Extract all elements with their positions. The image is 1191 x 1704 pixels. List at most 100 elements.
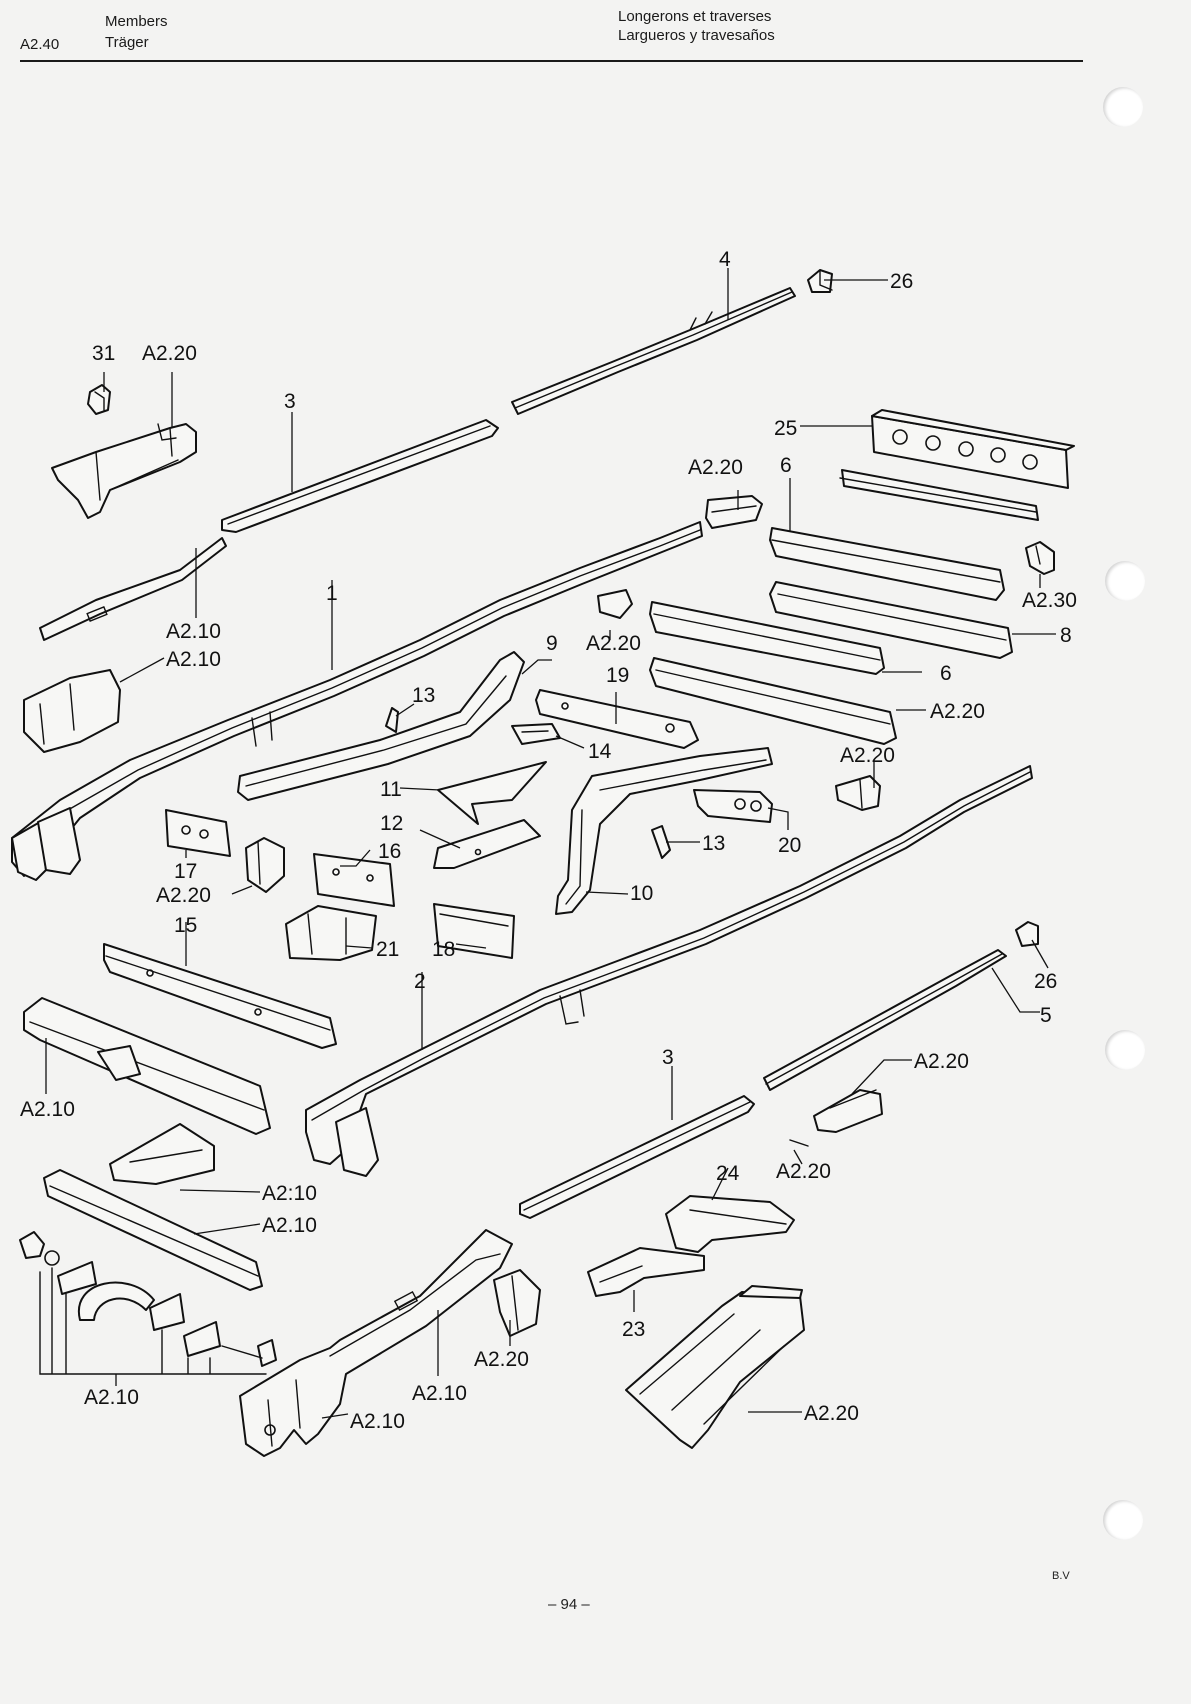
callout-a2-10: A2.10	[350, 1410, 405, 1433]
callout-6: 6	[780, 454, 792, 477]
part-21-bracket	[285, 905, 377, 961]
part-15-crossmember	[103, 943, 337, 1049]
callout-23: 23	[622, 1318, 645, 1341]
callout-14: 14	[588, 740, 612, 763]
title-english: Members	[105, 13, 168, 30]
callout-24: 24	[716, 1162, 740, 1185]
callout-9: 9	[546, 632, 558, 655]
callout-31: 31	[92, 342, 115, 365]
callout-a2-20: A2.20	[776, 1160, 831, 1183]
callout-10: 10	[630, 882, 653, 905]
callout-13: 13	[702, 832, 725, 855]
binder-hole	[1103, 1500, 1143, 1540]
callout-a2-20: A2.20	[804, 1402, 859, 1425]
part-2-main-side-member	[305, 765, 1033, 1177]
part-a2-20-tray	[625, 1285, 805, 1449]
callout-a2-10: A2.10	[20, 1098, 75, 1121]
part-a2-10-plate-upper	[39, 537, 227, 641]
part-5-side-member	[763, 949, 1007, 1091]
part-a2-20-bracket-small	[597, 589, 633, 619]
callout-3: 3	[284, 390, 296, 413]
callout-1: 1	[326, 582, 338, 605]
callout-a2-20: A2.20	[156, 884, 211, 907]
callout-a2-10: A2.10	[84, 1386, 139, 1409]
part-1-front-bracket-a2-10	[23, 669, 121, 753]
callout-6: 6	[940, 662, 952, 685]
part-a2-20-bracket-lower	[813, 1089, 883, 1133]
binder-hole	[1103, 87, 1143, 127]
callout-15: 15	[174, 914, 197, 937]
part-12-plate	[433, 819, 541, 869]
part-26-clip	[807, 269, 833, 293]
section-code: A2.40	[20, 36, 60, 53]
part-a2-20-pin	[789, 1139, 809, 1147]
part-6-channel-upper	[839, 469, 1039, 521]
callout-a2-20: A2.20	[474, 1348, 529, 1371]
part-19-crossmember	[535, 689, 699, 749]
part-17-bracket	[165, 809, 231, 857]
callout-25: 25	[774, 417, 797, 440]
part-a2-10-crossmember-lower	[43, 1169, 263, 1291]
part-a2-20-bracket-right	[835, 775, 881, 811]
callout-a2-10: A2:10	[262, 1182, 317, 1205]
part-24-bracket	[665, 1195, 795, 1253]
binder-hole	[1105, 1030, 1145, 1070]
part-a2-20-block	[705, 495, 763, 529]
tow-hook-assembly	[19, 1231, 277, 1375]
leader-lines	[45, 268, 1056, 1419]
title-french: Longerons et traverses	[618, 8, 772, 25]
callout-5: 5	[1040, 1004, 1052, 1027]
callout-19: 19	[606, 664, 629, 687]
part-a2-20-post	[493, 1269, 541, 1337]
part-8-crossmember	[769, 581, 1013, 659]
part-14-bracket	[511, 723, 561, 745]
callout-a2-20: A2.20	[930, 700, 985, 723]
callout-a2-20: A2.20	[142, 342, 197, 365]
title-german: Träger	[105, 34, 149, 51]
callout-a2-10: A2.10	[412, 1382, 467, 1405]
part-a2-10-front-rail	[239, 1229, 513, 1457]
callout-2: 2	[414, 970, 426, 993]
callout-18: 18	[432, 938, 455, 961]
part-a2-20-clip	[245, 837, 285, 893]
callout-a2-30: A2.30	[1022, 589, 1077, 612]
part-3-rail-upper	[221, 419, 499, 533]
callout-a2-10: A2.10	[166, 620, 221, 643]
part-6-crossmember-mid	[649, 601, 885, 675]
callout-a2-10: A2.10	[166, 648, 221, 671]
part-10-arched-member	[555, 747, 773, 915]
callout-13: 13	[412, 684, 435, 707]
part-18-bracket	[433, 903, 515, 959]
callout-26: 26	[1034, 970, 1057, 993]
footer-initials: B.V	[1052, 1570, 1070, 1582]
callout-4: 4	[719, 248, 731, 271]
callout-3: 3	[662, 1046, 674, 1069]
callout-12: 12	[380, 812, 403, 835]
binder-hole	[1105, 561, 1145, 601]
part-26-clip-lower	[1015, 921, 1039, 947]
part-25-plate	[871, 409, 1075, 489]
callout-16: 16	[378, 840, 401, 863]
part-11-plate	[437, 761, 547, 825]
callout-17: 17	[174, 860, 197, 883]
part-a2-20-crossmember-mid	[649, 657, 897, 745]
callout-a2-10: A2.10	[262, 1214, 317, 1237]
part-3-rail-lower	[519, 1095, 755, 1219]
part-9-crossmember	[237, 651, 525, 801]
callout-labels: 4 26 31 A2.20 3 25 A2.20 6 A2.30 8 6 A2.…	[20, 248, 1077, 1433]
part-6-crossmember	[769, 527, 1005, 601]
callout-a2-20: A2.20	[688, 456, 743, 479]
part-13-clip-mid	[651, 825, 671, 859]
part-a2-10-crossmember-large	[23, 997, 271, 1135]
part-4-side-member	[511, 287, 796, 415]
page-number: – 94 –	[548, 1596, 590, 1613]
small-crossmember-upper-left	[51, 423, 197, 519]
part-16-plate	[313, 853, 395, 907]
part-20-bracket	[693, 789, 773, 823]
part-a2-10-bracket-lower	[109, 1123, 215, 1185]
part-23-bracket	[587, 1247, 705, 1297]
part-13-clip-upper	[385, 707, 399, 733]
callout-11: 11	[380, 778, 402, 801]
callout-8: 8	[1060, 624, 1072, 647]
